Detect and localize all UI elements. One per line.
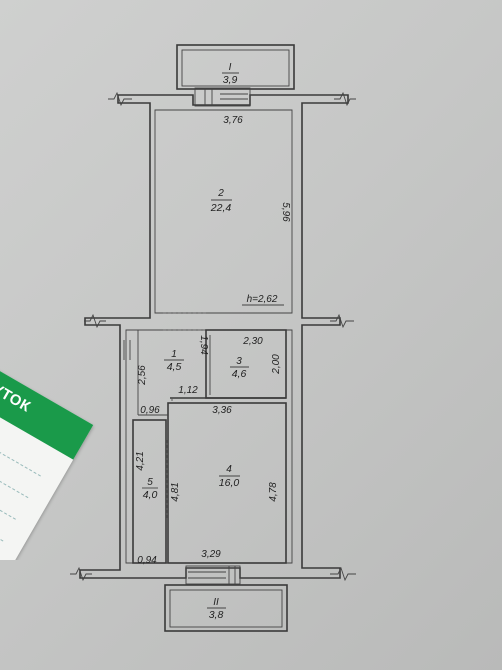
room-area: 3,9: [223, 74, 238, 86]
room-number: 4: [226, 464, 232, 475]
balcony-bottom: [164, 584, 288, 632]
room-number: 2: [217, 188, 224, 199]
interior-walls: [123, 312, 287, 564]
room-number: 5: [147, 477, 153, 488]
room-label-2: 2 22,4: [210, 188, 232, 214]
room-number: 1: [171, 349, 177, 360]
room-area: 4,5: [167, 361, 182, 373]
break-marks: [70, 91, 356, 582]
dim-5-96: 5,96: [280, 202, 291, 222]
room-label-1: 1 4,5: [164, 349, 184, 373]
dim-4-21: 4,21: [135, 451, 146, 470]
dim-0-94: 0,94: [137, 555, 157, 566]
room-label-3: 3 4,6: [230, 356, 249, 380]
balcony-top: [176, 44, 295, 90]
pributok-card: =ПРИБУТОК: [0, 300, 126, 560]
dim-3-29: 3,29: [201, 549, 221, 560]
window-top: [194, 87, 251, 107]
dim-0-96: 0,96: [140, 405, 160, 416]
room-label-II: II 3,8: [207, 597, 226, 621]
room-area: 4,6: [232, 368, 247, 380]
dim-3-76: 3,76: [223, 115, 243, 126]
room-area: 4,0: [143, 489, 158, 501]
dim-4-81: 4,81: [170, 482, 181, 501]
card-sheet: =ПРИБУТОК: [0, 340, 94, 560]
dim-2-00: 2,00: [271, 354, 282, 375]
room-area: 22,4: [210, 202, 232, 214]
room-number: I: [229, 62, 232, 73]
card-header-band: =ПРИБУТОК: [0, 340, 94, 460]
room-number: II: [213, 597, 219, 608]
room-label-I: I 3,9: [222, 62, 239, 86]
dim-3-36: 3,36: [212, 405, 232, 416]
card-brand-text: =ПРИБУТОК: [0, 353, 34, 416]
ceiling-height: h=2,62: [247, 294, 278, 305]
room-number: 3: [236, 356, 242, 367]
room-label-4: 4 16,0: [219, 464, 240, 489]
dim-2-56: 2,56: [137, 365, 148, 386]
room-area: 16,0: [219, 477, 240, 489]
dim-1-12: 1,12: [178, 385, 198, 396]
dim-4-78: 4,78: [268, 482, 279, 502]
room-area: 3,8: [209, 609, 224, 621]
window-bottom: [185, 565, 241, 585]
room-label-5: 5 4,0: [142, 477, 158, 501]
dim-2-30: 2,30: [242, 336, 263, 347]
dim-1-94: 1,94: [198, 335, 209, 355]
